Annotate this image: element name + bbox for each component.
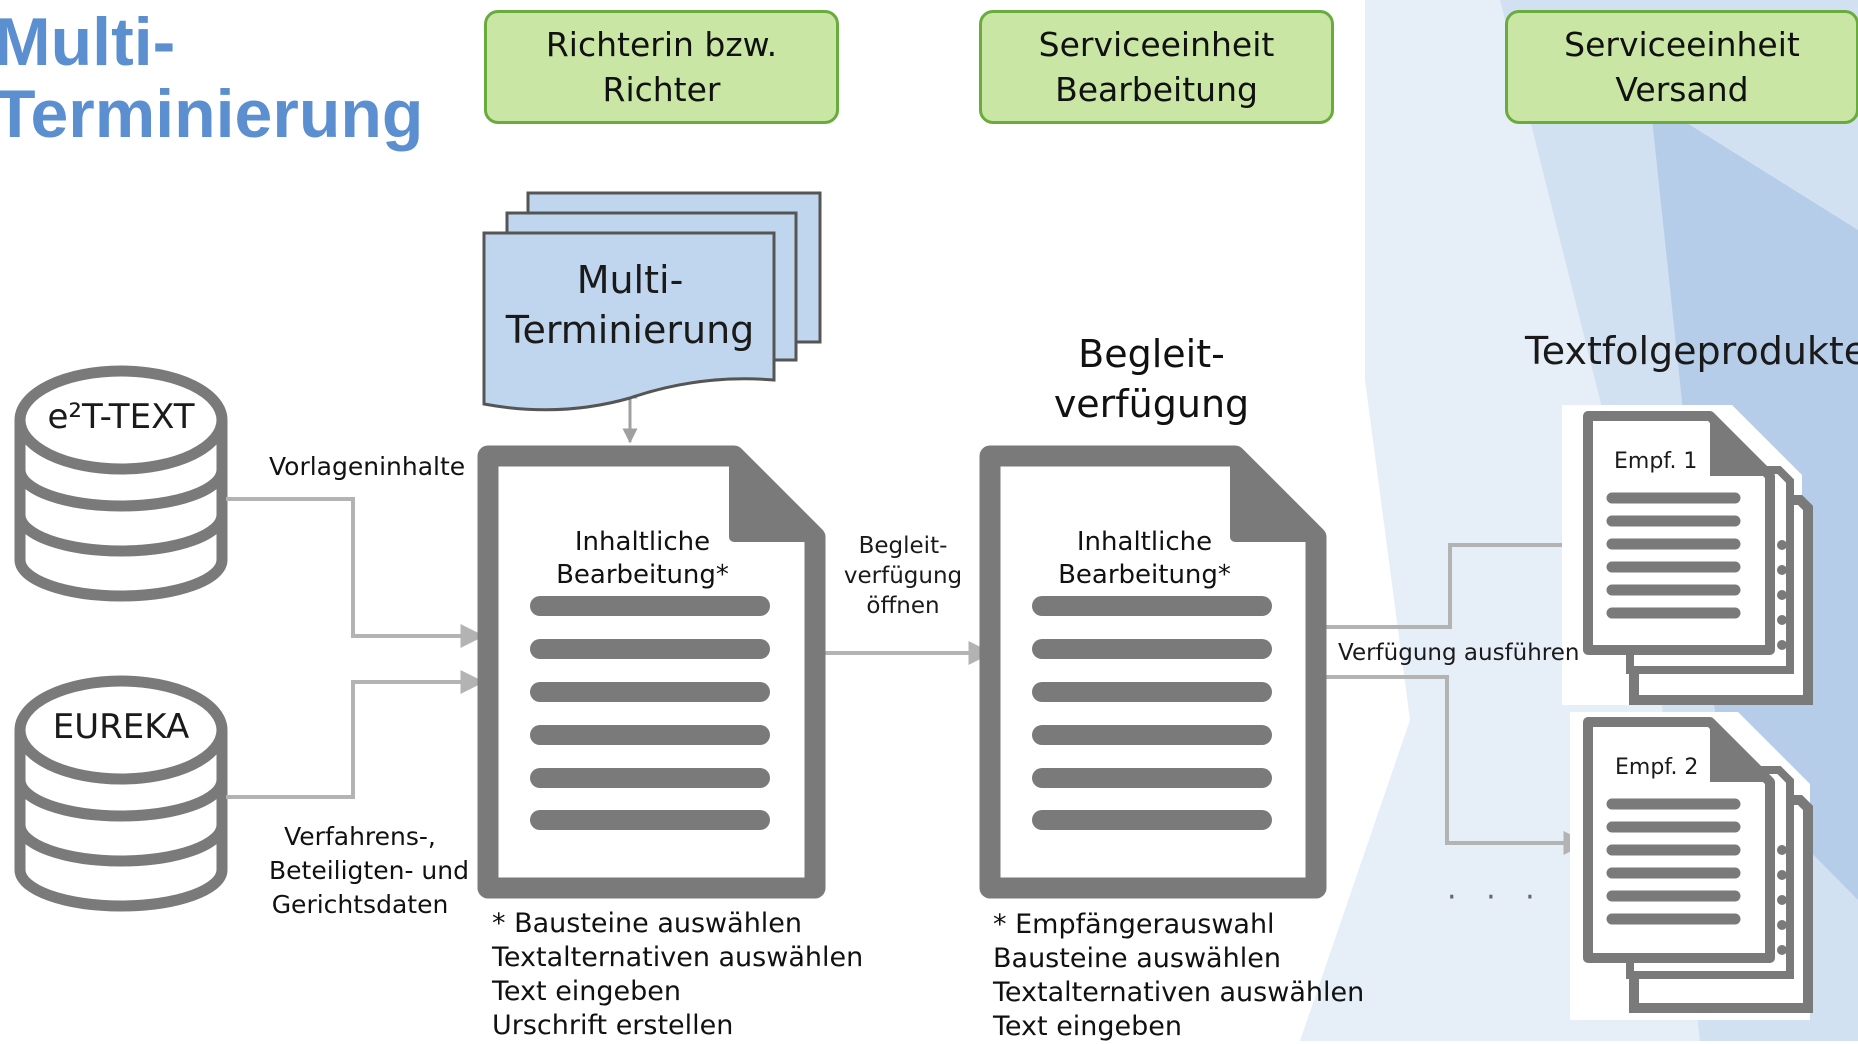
label-line: Bearbeitung*: [556, 560, 729, 590]
textfolgeprodukte-heading: Textfolgeprodukte: [1525, 329, 1858, 373]
label-line: Verfahrens-,: [284, 822, 436, 851]
list-item: Urschrift erstellen: [492, 1010, 734, 1041]
recipient-document-stack-1-icon: [1562, 405, 1813, 705]
list-item: * Bausteine auswählen: [492, 908, 803, 939]
recipient-1-label: Empf. 1: [1614, 449, 1698, 474]
label-verfahrensdaten: Verfahrens-, Beteiligten- und Gerichtsda…: [269, 820, 469, 922]
connector-empf2: [1310, 675, 1588, 855]
role-header-line: Bearbeitung: [1055, 70, 1258, 109]
page-title-line2: Terminierung: [0, 76, 424, 152]
role-header-line: Richter: [602, 70, 721, 109]
label-line: verfügung: [1053, 382, 1250, 426]
connector-vorlagen: [226, 497, 485, 648]
label-line: Terminierung: [505, 308, 755, 352]
role-header-bearbeitung: Serviceeinheit Bearbeitung: [979, 10, 1334, 124]
label-ellipsis: · · ·: [1447, 880, 1545, 915]
page-title-line1: Multi-: [0, 4, 176, 80]
database-e2t-icon: [14, 365, 228, 602]
label-line: Inhaltliche: [574, 527, 711, 557]
recipient-document-stack-2-icon: [1570, 712, 1813, 1020]
label-verfuegung-ausfuehren: Verfügung ausführen: [1338, 640, 1580, 666]
recipient-2-label: Empf. 2: [1615, 755, 1699, 780]
list-item: Bausteine auswählen: [993, 943, 1281, 974]
database-e2t-label: e²T-TEXT: [47, 397, 195, 437]
label-line: verfügung: [843, 563, 963, 589]
label-line: Begleit-: [1078, 332, 1225, 376]
list-item: Text eingeben: [993, 1011, 1183, 1042]
role-header-line: Richterin bzw.: [545, 25, 778, 64]
document-inhaltliche-bearbeitung-2-icon: [979, 445, 1327, 899]
connector-verfahrensdaten: [226, 670, 485, 799]
label-vorlageninhalte: Vorlageninhalte: [269, 452, 466, 481]
document-1-label: Inhaltliche Bearbeitung*: [540, 526, 745, 592]
role-header-line: Serviceeinheit: [1564, 25, 1800, 64]
steps-list-2: * Empfängerauswahl Bausteine auswählen T…: [993, 908, 1364, 1044]
list-item: Textalternativen auswählen: [492, 942, 864, 973]
role-header-line: Versand: [1615, 70, 1749, 109]
list-item: * Empfängerauswahl: [993, 909, 1275, 940]
multi-terminierung-label: Multi- Terminierung: [490, 255, 770, 355]
database-eureka-icon: [14, 675, 228, 912]
label-line: Beteiligten- und: [269, 856, 469, 885]
role-header-line: Serviceeinheit: [1038, 25, 1275, 64]
list-item: Text eingeben: [492, 976, 682, 1007]
begleitverfuegung-heading: Begleit- verfügung: [1030, 329, 1273, 429]
document-2-label: Inhaltliche Bearbeitung*: [1042, 526, 1247, 592]
multi-terminierung-stack-icon: [482, 191, 822, 412]
role-header-richter: Richterin bzw. Richter: [484, 10, 839, 124]
label-line: Begleit-: [858, 533, 948, 559]
document-inhaltliche-bearbeitung-1-icon: [477, 445, 826, 899]
label-line: Inhaltliche: [1076, 527, 1213, 557]
list-item: Textalternativen auswählen: [993, 977, 1365, 1008]
label-line: öffnen: [866, 593, 940, 619]
database-eureka-label: EUREKA: [52, 707, 190, 747]
role-header-versand: Serviceeinheit Versand: [1505, 10, 1858, 124]
steps-list-1: * Bausteine auswählen Textalternativen a…: [492, 907, 863, 1043]
label-line: Gerichtsdaten: [271, 890, 449, 919]
label-line: Multi-: [576, 258, 684, 302]
label-line: Bearbeitung*: [1058, 560, 1231, 590]
connector-empf1: [1310, 533, 1595, 629]
label-begleitverfuegung-oeffnen: Begleit- verfügung öffnen: [838, 531, 968, 621]
